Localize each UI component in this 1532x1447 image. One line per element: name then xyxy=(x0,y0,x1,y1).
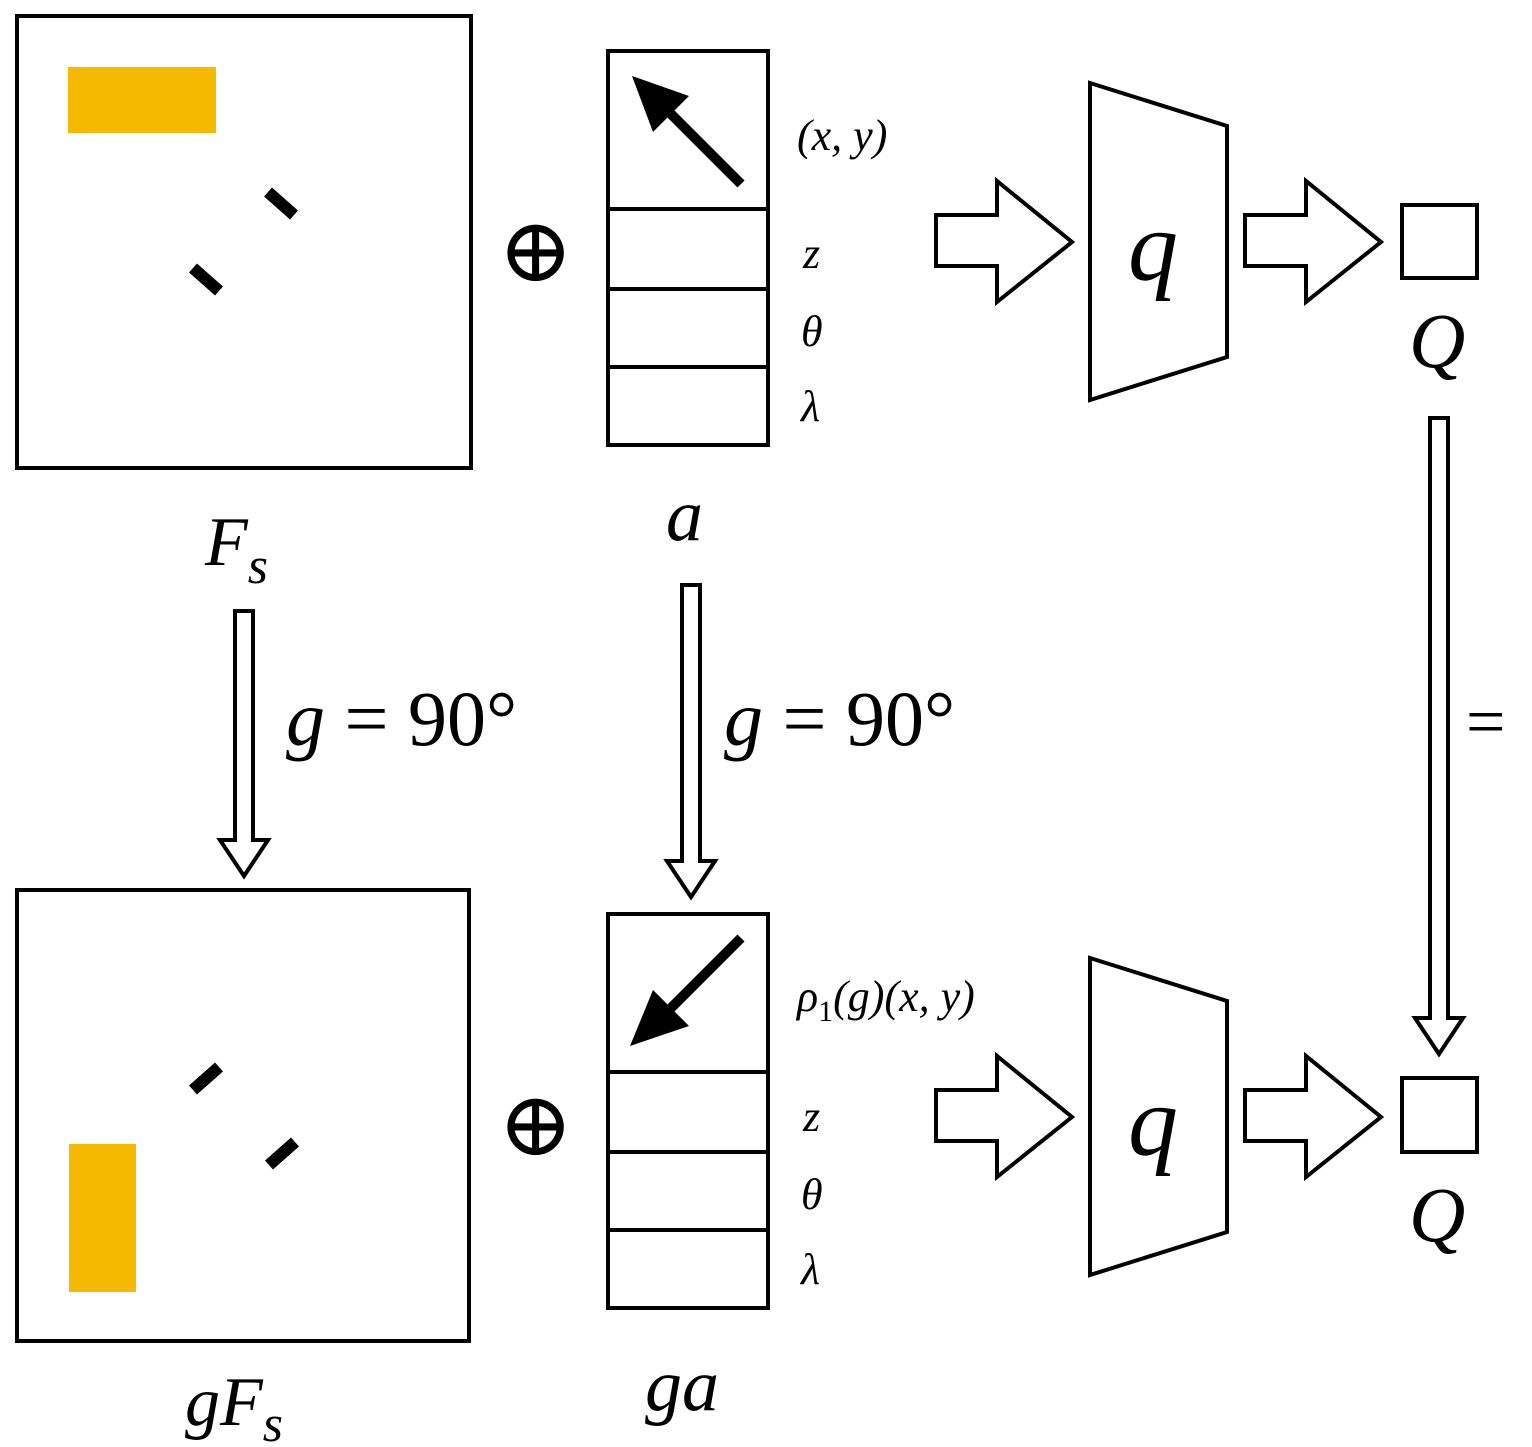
top-state-image xyxy=(15,14,473,470)
top-action-vector xyxy=(606,49,770,447)
bottom-action-field-theta: θ xyxy=(801,1170,823,1219)
bottom-q-label: q xyxy=(1128,1066,1178,1177)
top-output-arrow-icon xyxy=(1243,176,1385,307)
arrow-down-left-icon xyxy=(630,934,745,1046)
state-transform-label: g = 90° xyxy=(286,675,517,762)
bottom-output-box xyxy=(1400,1076,1479,1154)
top-q-network xyxy=(1088,80,1229,403)
bottom-output-arrow-icon xyxy=(1243,1051,1385,1182)
bottom-action-field-lambda: λ xyxy=(799,1245,820,1294)
action-transform-arrow-icon xyxy=(663,583,719,901)
top-action-field-lambda: λ xyxy=(799,382,820,431)
bottom-action-field-z: z xyxy=(802,1092,820,1141)
top-gripper-mark-1 xyxy=(264,187,298,220)
action-transform-label: g = 90° xyxy=(724,675,955,762)
arrow-up-left-icon xyxy=(632,76,745,188)
bottom-q-network xyxy=(1088,955,1229,1278)
equality-arrow-icon xyxy=(1411,416,1467,1058)
bottom-action-field-rho: ρ1(g)(x, y) xyxy=(795,972,975,1028)
bottom-object-block xyxy=(69,1144,136,1292)
top-object-block xyxy=(68,67,216,133)
bottom-state-label: gFs xyxy=(185,1364,283,1447)
bottom-concat-symbol: ⊕ xyxy=(498,1076,573,1175)
top-action-field-theta: θ xyxy=(801,307,823,356)
top-action-field-xy: (x, y) xyxy=(797,111,887,160)
bottom-gripper-mark-1 xyxy=(189,1062,223,1095)
bottom-input-arrow-icon xyxy=(934,1051,1076,1182)
bottom-state-image xyxy=(15,888,471,1343)
top-state-label: Fs xyxy=(204,504,268,595)
top-concat-symbol: ⊕ xyxy=(498,202,573,301)
state-transform-arrow-icon xyxy=(216,609,272,880)
bottom-gripper-mark-2 xyxy=(265,1137,299,1170)
top-output-label: Q xyxy=(1409,297,1465,384)
top-gripper-mark-2 xyxy=(189,263,223,296)
top-action-field-z: z xyxy=(802,229,820,278)
bottom-output-label: Q xyxy=(1409,1171,1465,1258)
bottom-action-label: ga xyxy=(645,1345,719,1427)
top-output-box xyxy=(1400,203,1479,280)
top-action-label: a xyxy=(666,475,703,557)
equality-symbol: = xyxy=(1466,684,1505,761)
top-input-arrow-icon xyxy=(934,176,1076,307)
top-q-label: q xyxy=(1128,191,1178,302)
bottom-action-vector xyxy=(606,912,770,1310)
